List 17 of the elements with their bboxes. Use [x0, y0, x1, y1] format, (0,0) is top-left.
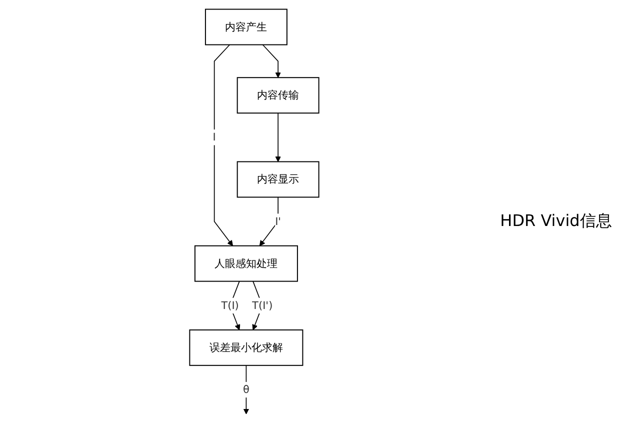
arrow — [275, 112, 281, 162]
node-box: 误差最小化求解 — [189, 329, 304, 366]
note-text: HDR Vivid信息 — [500, 211, 612, 232]
edge-label: θ — [242, 383, 250, 396]
edge-label: I' — [274, 214, 281, 228]
edge-label: T(I) — [221, 299, 239, 312]
node-box: 内容显示 — [236, 161, 320, 198]
node-box: 人眼感知处理 — [194, 245, 298, 282]
arrow — [262, 44, 281, 78]
arrow — [230, 280, 240, 330]
edge-label: T(I') — [252, 299, 273, 312]
node-box: 内容传输 — [236, 77, 320, 114]
node-box: 内容产生 — [204, 8, 288, 46]
arrow — [259, 196, 278, 246]
arrow — [214, 44, 233, 246]
edge-label: I — [212, 130, 216, 144]
arrow — [243, 364, 249, 414]
